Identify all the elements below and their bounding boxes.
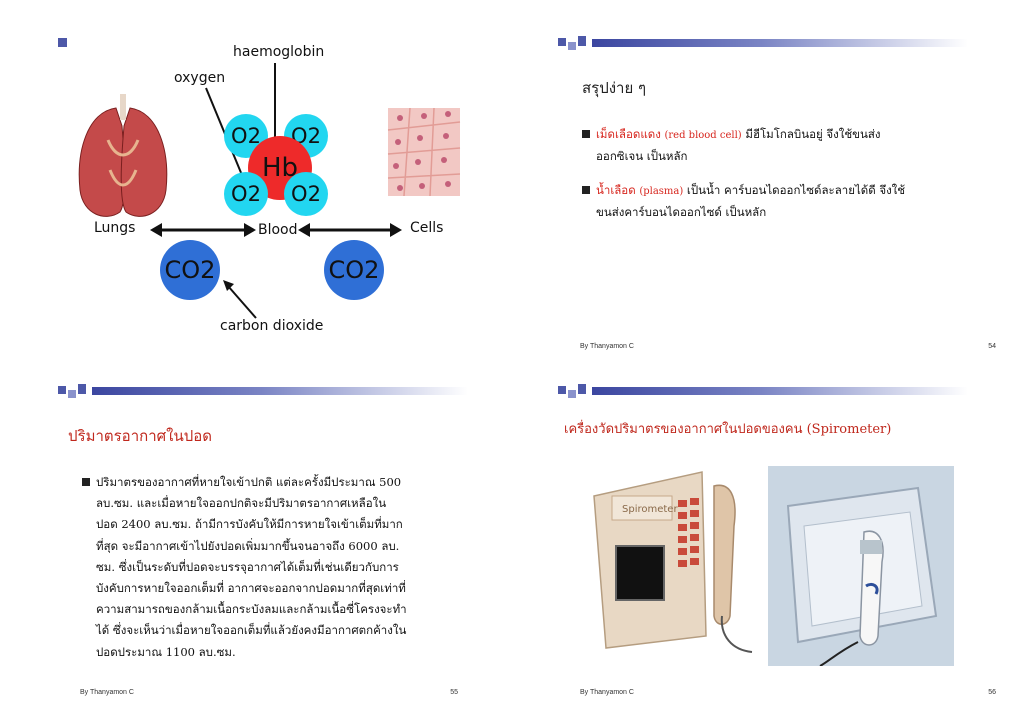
oxygen-label: oxygen [174, 70, 226, 86]
footer-author: By Thanyamon C [80, 689, 134, 696]
slide-header-bar [592, 387, 968, 395]
slide-corner-decoration [558, 30, 592, 52]
lungs-label: Lungs [94, 220, 136, 236]
spirometer-device-photo: Spirometer [582, 466, 768, 656]
cells-label: Cells [410, 220, 444, 236]
carbon-dioxide-molecule: CO2 [160, 240, 220, 300]
page-number: 55 [450, 689, 458, 696]
slide-header-bar [92, 387, 468, 395]
diagram-arrows [78, 63, 461, 319]
slide-54-summary: สรุปง่าย ๆ เม็ดเลือดแดง (red blood cell)… [558, 30, 1018, 360]
slide-title: เครื่องวัดปริมาตรของอากาศในปอดของคน (Spi… [564, 422, 892, 437]
slide-53-oxygen-transport-diagram: haemoglobin oxygen [58, 30, 518, 360]
footer-author: By Thanyamon C [580, 689, 634, 696]
portable-spirometer-photo [768, 466, 954, 666]
slide-55-lung-volume: ปริมาตรอากาศในปอด ปริมาตรของอากาศที่หายใ… [58, 378, 518, 708]
footer-author: By Thanyamon C [580, 343, 634, 350]
page-number: 56 [988, 689, 996, 696]
oxygen-molecule: O2 [284, 172, 328, 216]
cells-illustration [387, 107, 461, 197]
oxygen-molecule: O2 [224, 172, 268, 216]
slide-corner-decoration [58, 378, 92, 400]
carbon-dioxide-molecule: CO2 [324, 240, 384, 300]
page-number: 54 [988, 343, 996, 350]
bullet-red-blood-cell: เม็ดเลือดแดง (red blood cell) มีฮีโมโกลบ… [582, 124, 1006, 167]
haemoglobin-label: haemoglobin [233, 44, 325, 60]
slide-corner-decoration [558, 378, 592, 400]
slide-corner-decoration [58, 30, 92, 52]
lung-volume-paragraph: ปริมาตรของอากาศที่หายใจเข้าปกติ แต่ละครั… [82, 472, 506, 663]
slide-header-bar [592, 39, 968, 47]
bullet-plasma: น้ำเลือด (plasma) เป็นน้ำ คาร์บอนไดออกไซ… [582, 180, 1006, 223]
slide-title: ปริมาตรอากาศในปอด [68, 427, 212, 445]
bullet-square-icon [582, 130, 590, 138]
bullet-square-icon [82, 478, 90, 486]
blood-label: Blood [258, 222, 298, 238]
slide-56-spirometer: เครื่องวัดปริมาตรของอากาศในปอดของคน (Spi… [558, 378, 1018, 708]
carbon-dioxide-label: carbon dioxide [220, 318, 324, 334]
lungs-illustration [78, 94, 168, 217]
slide-title: สรุปง่าย ๆ [582, 79, 647, 97]
spirometer-brand-text: Spirometer [622, 504, 678, 515]
bullet-square-icon [582, 186, 590, 194]
